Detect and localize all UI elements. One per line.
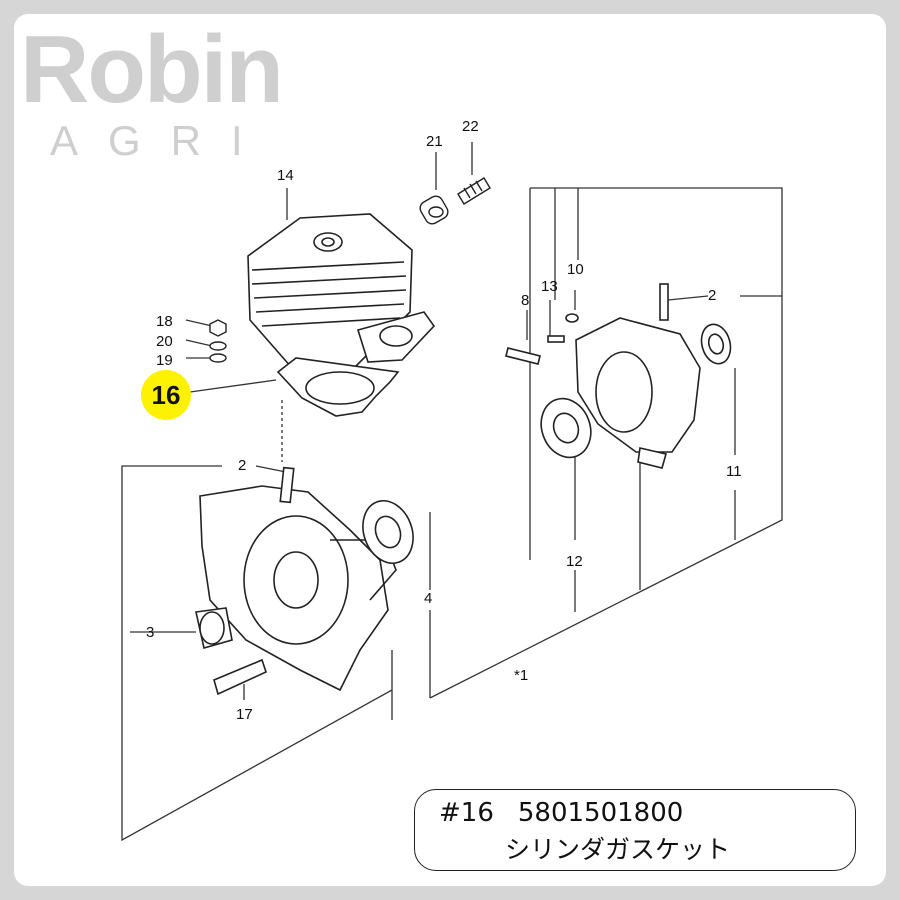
- label-part-11: 11: [726, 463, 742, 480]
- part-ref: #16: [439, 798, 494, 828]
- label-part-4: 4: [424, 590, 432, 607]
- label-part-19: 19: [156, 352, 173, 369]
- label-part-3: 3: [146, 624, 154, 641]
- label-part-2-upper: 2: [708, 287, 716, 304]
- label-part-2-lower: 2: [238, 457, 246, 474]
- part-info-box: #16 5801501800 シリンダガスケット: [414, 789, 856, 871]
- part-name: シリンダガスケット: [505, 835, 731, 864]
- cylinder-gasket-part: [276, 357, 400, 417]
- label-part-13: 13: [541, 278, 558, 295]
- label-part-21: 21: [426, 133, 443, 150]
- nut-washer-parts: [209, 319, 227, 363]
- leader-bracket-right: [429, 187, 783, 699]
- label-part-12: 12: [566, 553, 583, 570]
- label-part-8: 8: [521, 292, 529, 309]
- crankcase-right-part: [505, 283, 701, 469]
- bearing-12-part: [540, 397, 592, 459]
- label-part-14: 14: [277, 167, 294, 184]
- label-part-20: 20: [156, 333, 173, 350]
- spark-plug-parts: [419, 177, 491, 225]
- robin-agri-logo: Robin AGRI: [20, 16, 284, 164]
- logo-brand-text: Robin: [20, 16, 284, 123]
- label-part-17: 17: [236, 706, 253, 723]
- parts-diagram-card: [14, 14, 886, 886]
- leader-2-lower: [255, 465, 287, 473]
- leader-2-upper: [667, 295, 709, 301]
- logo-sub-text: AGRI: [50, 117, 273, 164]
- cylinder-part: [247, 213, 436, 373]
- leader-20: [185, 339, 213, 347]
- label-part-10: 10: [567, 261, 584, 278]
- label-part-22: 22: [462, 118, 479, 135]
- crankcase-left-part: [195, 466, 397, 696]
- label-part-18: 18: [156, 313, 173, 330]
- part-number: 5801501800: [517, 798, 684, 828]
- bearing-4-part: [362, 500, 414, 564]
- part-info-line1: #16 5801501800: [439, 798, 683, 828]
- leader-bracket-left: [121, 465, 393, 842]
- highlight-callout-16: 16: [141, 370, 191, 420]
- label-part-1: *1: [514, 667, 528, 684]
- leader-18: [185, 319, 213, 327]
- oil-seal-11-part: [700, 323, 732, 365]
- leader-16: [189, 379, 277, 393]
